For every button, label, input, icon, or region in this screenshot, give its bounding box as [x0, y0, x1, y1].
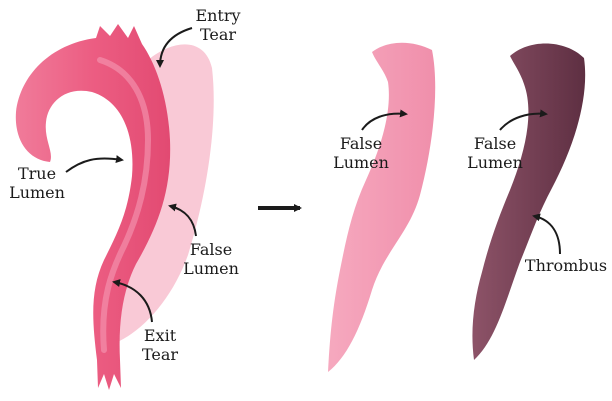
true-lumen-leader — [66, 159, 122, 173]
false-lumen-middle-shape — [328, 43, 435, 372]
thrombus-label: Thrombus — [524, 256, 608, 275]
thrombus-leader — [534, 216, 560, 254]
thrombus-shape — [472, 43, 585, 360]
